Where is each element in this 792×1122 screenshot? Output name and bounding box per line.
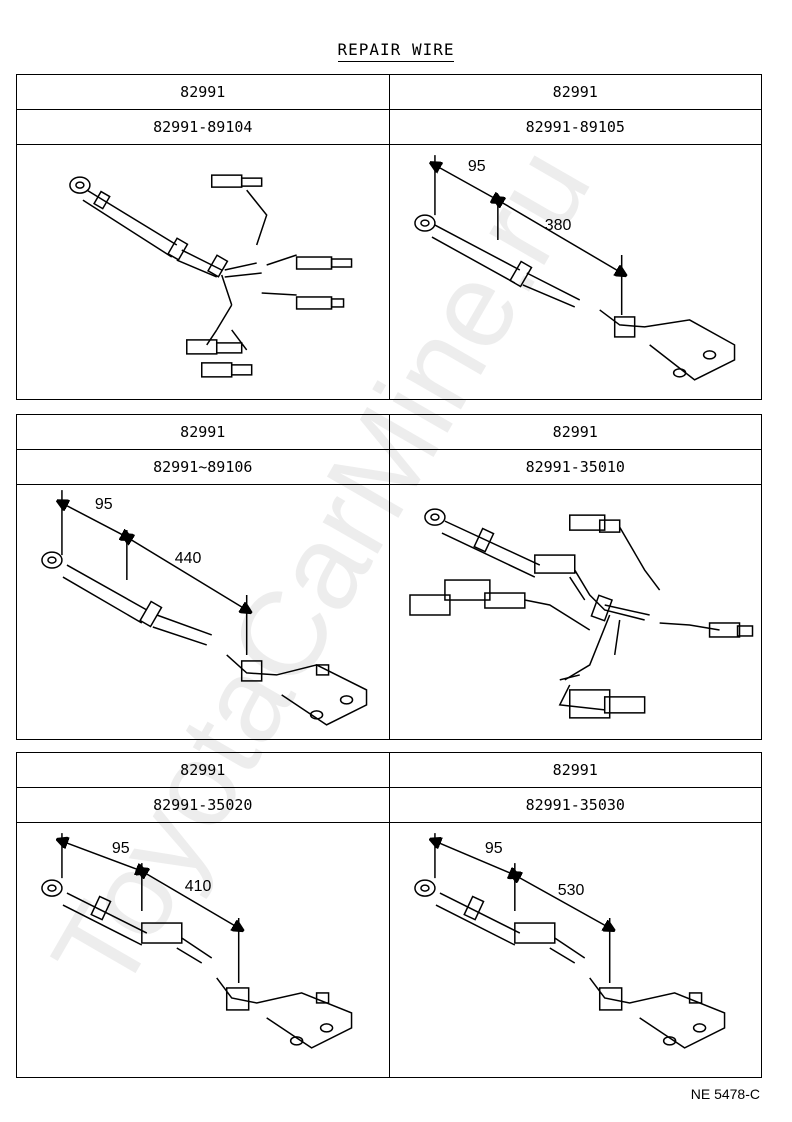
dim-95: 95 (484, 840, 502, 857)
ring-terminal-icon (69, 176, 91, 194)
dim-410: 410 (185, 878, 212, 895)
dim-380: 380 (544, 217, 571, 234)
wire-diagram-5: 95 410 (16, 822, 390, 1078)
wire-diagram-3: 95 440 (16, 484, 390, 740)
wire-diagram-2: 95 380 (388, 144, 762, 400)
parts-table-row-1: 82991 82991 82991-89104 82991-89105 (16, 74, 762, 400)
group-number-2: 82991 (388, 74, 762, 110)
part-number-4: 82991-35010 (388, 449, 762, 485)
group-number-1: 82991 (16, 74, 390, 110)
group-number-5: 82991 (16, 752, 390, 788)
page-title: REPAIR WIRE (0, 40, 792, 62)
part-number-1: 82991-89104 (16, 109, 390, 145)
dim-530: 530 (557, 882, 584, 899)
dim-95: 95 (112, 840, 130, 857)
wire-diagram-4 (388, 484, 762, 740)
part-number-2: 82991-89105 (388, 109, 762, 145)
parts-table-row-2: 82991 82991 82991~89106 82991-35010 95 4… (16, 414, 762, 740)
part-number-5: 82991-35020 (16, 787, 390, 823)
dim-440: 440 (175, 550, 202, 567)
figure-code: NE 5478-C (690, 1086, 760, 1102)
wire-diagram-6: 95 530 (388, 822, 762, 1078)
group-number-6: 82991 (388, 752, 762, 788)
group-number-3: 82991 (16, 414, 390, 450)
part-number-3: 82991~89106 (16, 449, 390, 485)
dim-95: 95 (95, 496, 113, 513)
dim-95: 95 (467, 158, 485, 175)
group-number-4: 82991 (388, 414, 762, 450)
part-number-6: 82991-35030 (388, 787, 762, 823)
wire-diagram-1 (16, 144, 390, 400)
parts-table-row-3: 82991 82991 82991-35020 82991-35030 95 4… (16, 752, 762, 1078)
